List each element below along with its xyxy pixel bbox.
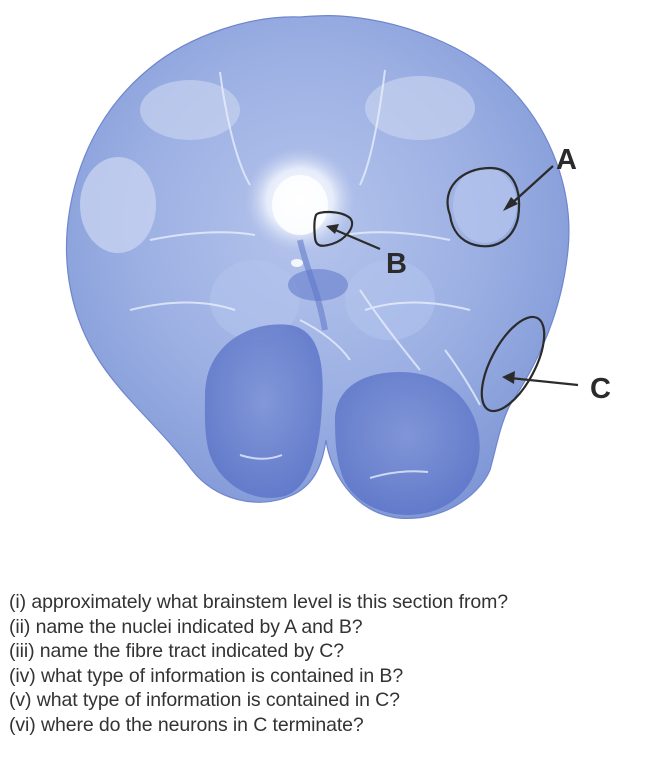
question-item: (ii) name the nuclei indicated by A and … [9, 615, 363, 638]
annotation-c-arrow-head [502, 371, 515, 384]
label-a: A [556, 144, 577, 176]
annotation-c-arrow-shaft [509, 376, 579, 387]
label-c: C [590, 373, 611, 405]
pale-region [210, 260, 300, 340]
annotation-a: A [446, 144, 577, 248]
pale-region [140, 80, 240, 140]
dark-midline-cluster [288, 269, 348, 301]
question-item: (v) what type of information is containe… [9, 689, 400, 712]
pale-region [80, 157, 156, 253]
question-item: (vi) where do the neurons in C terminate… [9, 713, 364, 736]
question-item: (iv) what type of information is contain… [9, 664, 404, 687]
left-pyramid [204, 324, 323, 498]
fibre-striations [129, 69, 481, 479]
annotation-c: C [480, 315, 611, 413]
right-pyramid [335, 372, 480, 515]
pale-region [345, 260, 435, 340]
annotation-b: B [313, 210, 407, 280]
brainstem-section-figure: A B C [65, 14, 611, 520]
pale-region [365, 76, 475, 140]
annotation-a-outline [446, 166, 521, 248]
annotation-a-arrow-shaft [509, 165, 554, 206]
pale-region [453, 167, 517, 243]
question-item: (iii) name the fibre tract indicated by … [9, 640, 345, 663]
annotation-c-outline [480, 315, 546, 413]
annotation-b-outline [313, 210, 354, 247]
annotation-b-arrow-shaft [332, 227, 381, 251]
annotation-a-arrow-head [503, 197, 518, 211]
annotation-b-arrow-head [326, 224, 339, 234]
question-item: (i) approximately what brainstem level i… [9, 591, 509, 613]
pale-spot [291, 259, 303, 267]
central-core [272, 175, 328, 235]
question-list: (i) approximately what brainstem level i… [9, 590, 659, 738]
label-b: B [386, 248, 407, 280]
